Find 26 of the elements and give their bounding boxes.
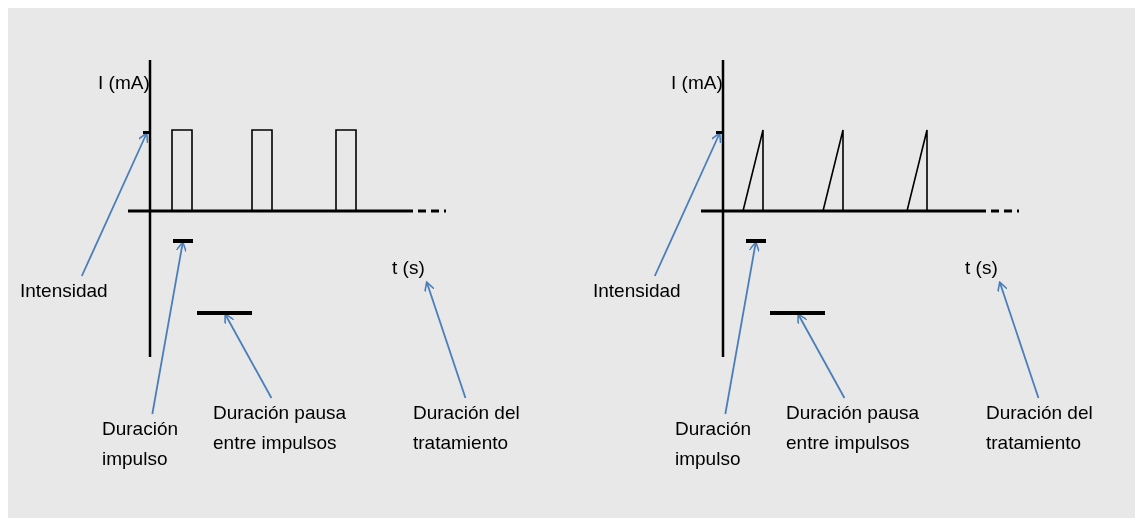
leader-line xyxy=(724,241,760,415)
axis-label: t (s) xyxy=(965,253,1025,283)
annotation-text: Duración del tratamiento xyxy=(986,398,1111,458)
annotation-text: Intensidad xyxy=(20,276,130,306)
tick-mark xyxy=(716,131,724,134)
axis-label: I (mA) xyxy=(671,71,723,95)
leader-line xyxy=(797,313,846,399)
axis-label: I (mA) xyxy=(98,71,150,95)
annotation-text: Duración impulso xyxy=(675,414,765,474)
leader-line xyxy=(224,313,273,399)
axis-label: t (s) xyxy=(392,253,452,283)
leader-line xyxy=(424,281,467,399)
duration-bar xyxy=(173,239,193,243)
duration-bar xyxy=(746,239,766,243)
annotation-text: Duración impulso xyxy=(102,414,192,474)
duration-bar xyxy=(770,311,825,315)
leader-line xyxy=(151,241,187,415)
leader-line xyxy=(653,132,722,277)
annotation-text: Duración pausa entre impulsos xyxy=(786,398,936,458)
annotation-text: Intensidad xyxy=(593,276,703,306)
leader-line xyxy=(997,281,1040,399)
duration-bar xyxy=(197,311,252,315)
annotation-text: Duración del tratamiento xyxy=(413,398,538,458)
annotation-text: Duración pausa entre impulsos xyxy=(213,398,363,458)
leader-line xyxy=(80,132,149,277)
tick-mark xyxy=(143,131,151,134)
